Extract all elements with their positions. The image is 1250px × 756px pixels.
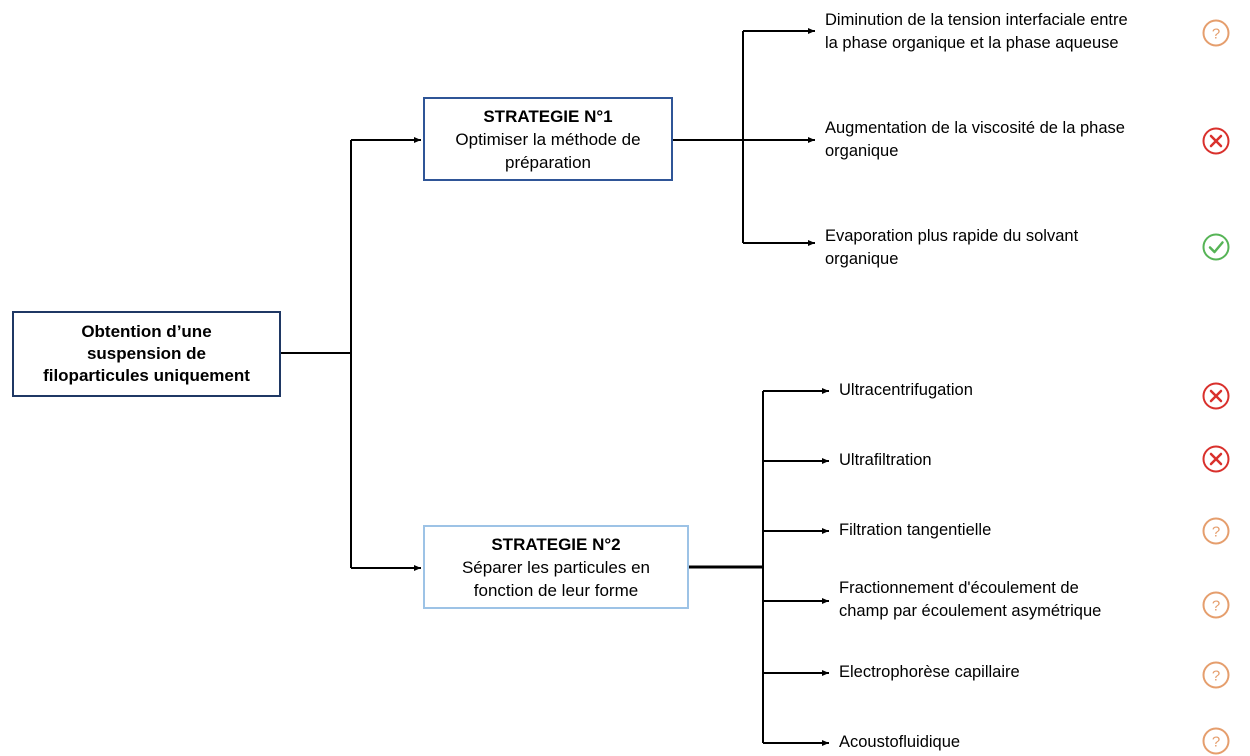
item-line: Ultrafiltration [839, 451, 932, 469]
strategy1-line: Optimiser la méthode de [455, 129, 641, 149]
strategy2-item: Electrophorèse capillaire [839, 661, 1020, 684]
svg-text:?: ? [1212, 26, 1220, 43]
item-line: organique [825, 250, 899, 268]
question-icon: ? [1202, 517, 1230, 545]
item-line: Acoustofluidique [839, 733, 961, 751]
strategy1-title: STRATEGIE N°1 [483, 106, 613, 126]
cross-icon [1202, 445, 1230, 473]
item-line: Electrophorèse capillaire [839, 663, 1020, 681]
strategy1-item: Augmentation de la viscosité de la phase… [825, 117, 1125, 163]
strategy1-line: préparation [504, 152, 591, 172]
svg-text:?: ? [1212, 598, 1220, 615]
strategy2-item: Ultrafiltration [839, 449, 932, 472]
strategy2-item: Fractionnement d'écoulement de champ par… [839, 577, 1101, 623]
item-line: la phase organique et la phase aqueuse [825, 34, 1119, 52]
strategy2-item: Ultracentrifugation [839, 379, 973, 402]
root-node: Obtention d’une suspension de filopartic… [12, 311, 281, 397]
svg-text:?: ? [1212, 734, 1220, 751]
strategy1-connector [673, 31, 744, 243]
item-line: Augmentation de la viscosité de la phase [825, 119, 1125, 137]
strategy1-item: Diminution de la tension interfaciale en… [825, 9, 1128, 55]
check-icon [1202, 233, 1230, 261]
strategy1-node: STRATEGIE N°1 Optimiser la méthode de pr… [423, 97, 673, 181]
item-line: Ultracentrifugation [839, 381, 973, 399]
item-line: Diminution de la tension interfaciale en… [825, 11, 1128, 29]
question-icon: ? [1202, 727, 1230, 755]
item-line: Fractionnement d'écoulement de [839, 579, 1079, 597]
strategy2-item: Filtration tangentielle [839, 519, 991, 542]
item-line: champ par écoulement asymétrique [839, 602, 1102, 620]
item-line: organique [825, 142, 899, 160]
root-connector [281, 140, 352, 568]
strategy2-line: fonction de leur forme [473, 580, 639, 600]
question-icon: ? [1202, 19, 1230, 47]
item-line: Filtration tangentielle [839, 521, 992, 539]
svg-text:?: ? [1212, 668, 1220, 685]
strategy1-item: Evaporation plus rapide du solvant organ… [825, 225, 1078, 271]
strategy2-node: STRATEGIE N°2 Séparer les particules en … [423, 525, 689, 609]
strategy2-item: Acoustofluidique [839, 731, 960, 754]
root-line: Obtention d’une [81, 322, 212, 341]
question-icon: ? [1202, 661, 1230, 689]
root-line: suspension de [86, 344, 206, 363]
strategy2-line: Séparer les particules en [461, 557, 651, 577]
root-line: filoparticules uniquement [43, 366, 250, 385]
question-icon: ? [1202, 591, 1230, 619]
cross-icon [1202, 127, 1230, 155]
svg-text:?: ? [1212, 524, 1220, 541]
strategy2-title: STRATEGIE N°2 [491, 534, 621, 554]
item-line: Evaporation plus rapide du solvant [825, 227, 1079, 245]
cross-icon [1202, 382, 1230, 410]
